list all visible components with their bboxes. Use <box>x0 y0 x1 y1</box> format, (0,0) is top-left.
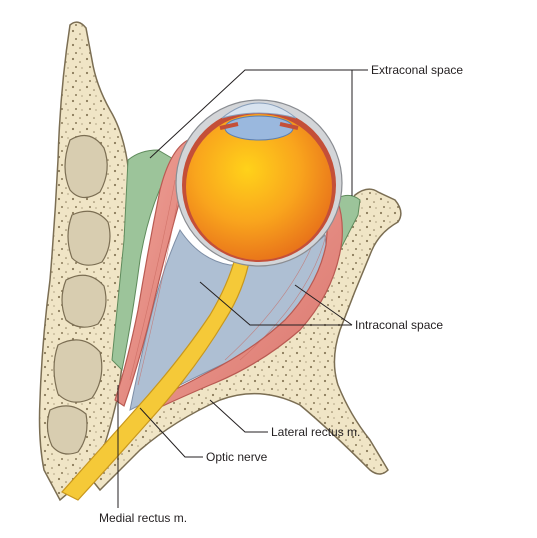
ethmoid-air-cell <box>53 339 103 403</box>
ethmoid-air-cell <box>64 134 108 199</box>
leader-extraconal <box>149 69 368 159</box>
ethmoid-air-cell <box>67 210 111 266</box>
leader-lines <box>117 69 368 508</box>
leader-intraconal-2 <box>199 281 352 326</box>
label-extraconal-space: Extraconal space <box>371 63 464 77</box>
cornea <box>221 102 297 119</box>
optic-nerve <box>61 254 251 501</box>
label-intraconal-space: Intraconal space <box>355 318 444 332</box>
muscle-striations <box>129 174 331 386</box>
lens <box>224 115 294 141</box>
ethmoid-air-cell <box>46 405 88 455</box>
ethmoid-air-cell <box>61 274 107 328</box>
label-lateral-rectus: Lateral rectus m. <box>271 425 361 439</box>
leader-lateral-rectus <box>209 399 268 433</box>
extraconal-fat-medial <box>111 149 176 372</box>
leader-intraconal <box>294 284 353 326</box>
leader-optic-nerve <box>139 407 203 458</box>
label-optic-nerve: Optic nerve <box>206 450 268 464</box>
globe-vitreous <box>186 114 332 260</box>
label-medial-rectus: Medial rectus m. <box>99 511 188 525</box>
iris <box>219 122 299 130</box>
